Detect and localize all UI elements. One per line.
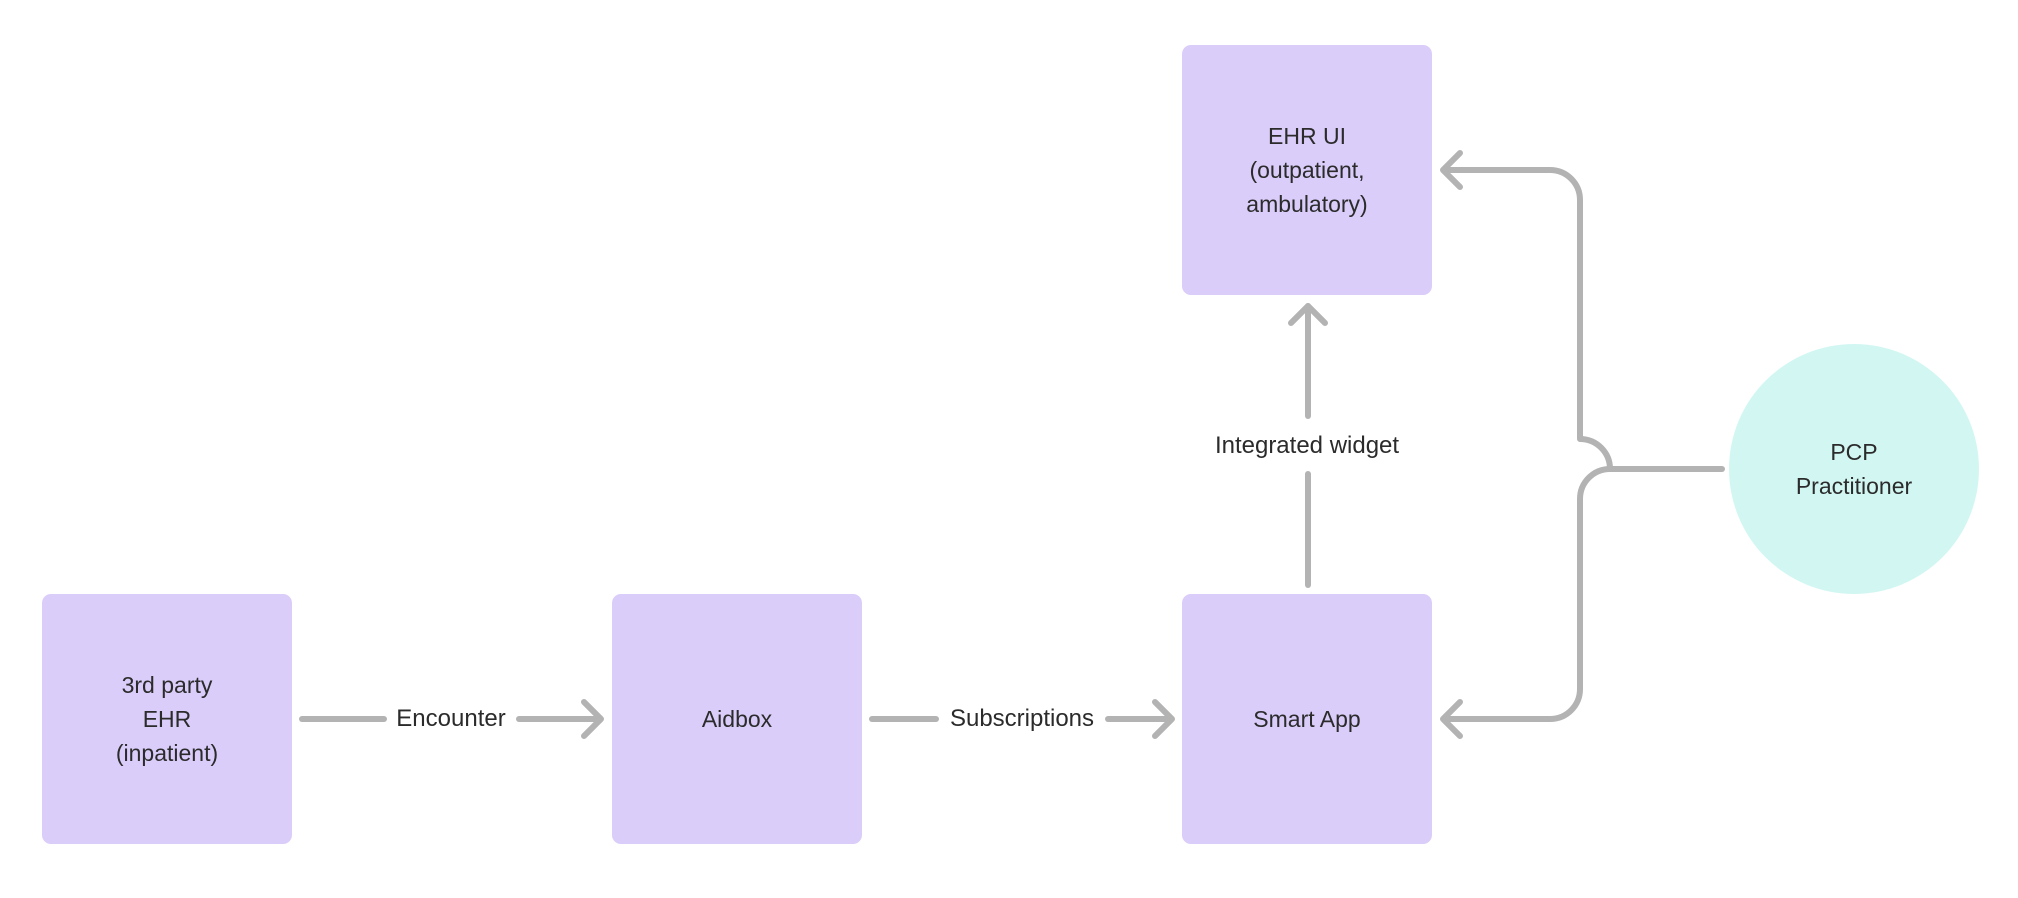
- ehr-ui-arrowhead: [1440, 150, 1463, 190]
- pcp-to-smart-app-connector: [1441, 466, 1613, 722]
- subscriptions-arrowhead: [1152, 699, 1175, 739]
- integrated-widget-label: Integrated widget: [1214, 432, 1400, 459]
- pcp-to-ehr-ui-connector: [1441, 167, 1613, 472]
- pcp-practitioner-node: PCP Practitioner: [1729, 344, 1979, 594]
- aidbox-node: Aidbox: [612, 594, 862, 844]
- subscriptions-label: Subscriptions: [949, 705, 1095, 732]
- encounter-arrowhead: [581, 699, 604, 739]
- smart-app-node: Smart App: [1182, 594, 1432, 844]
- third-party-ehr-node: 3rd party EHR (inpatient): [42, 594, 292, 844]
- ehr-ui-node: EHR UI (outpatient, ambulatory): [1182, 45, 1432, 295]
- widget-arrowhead: [1288, 303, 1328, 326]
- smart-app-arrowhead: [1440, 699, 1463, 739]
- encounter-label: Encounter: [396, 705, 506, 732]
